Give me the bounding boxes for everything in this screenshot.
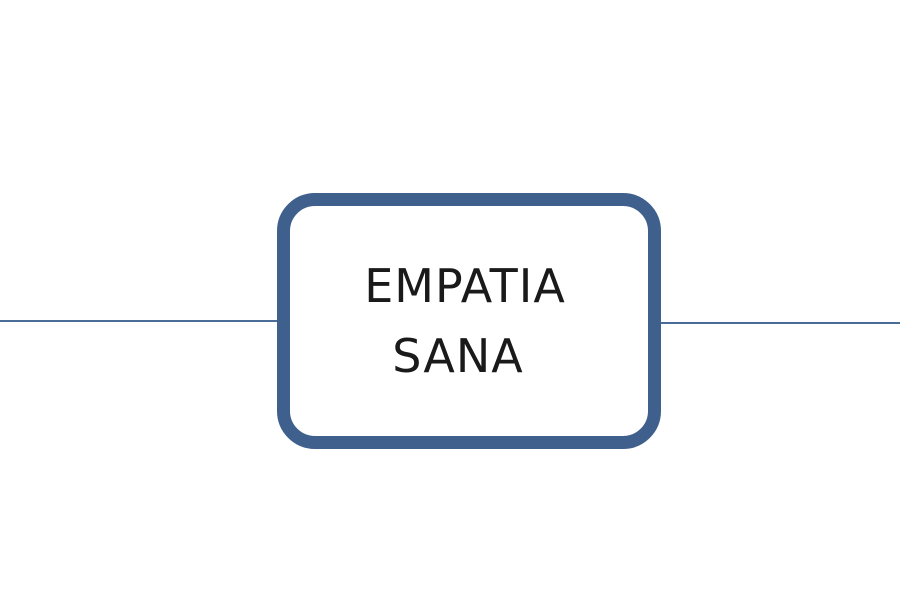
right-connector-line — [658, 322, 900, 324]
node-label-line1: EMPATIA — [364, 259, 566, 313]
diagram-node: EMPATIA SANA — [277, 193, 661, 449]
left-connector-line — [0, 320, 280, 322]
node-label: EMPATIA SANA — [364, 251, 566, 391]
node-label-line2: SANA — [392, 329, 524, 383]
